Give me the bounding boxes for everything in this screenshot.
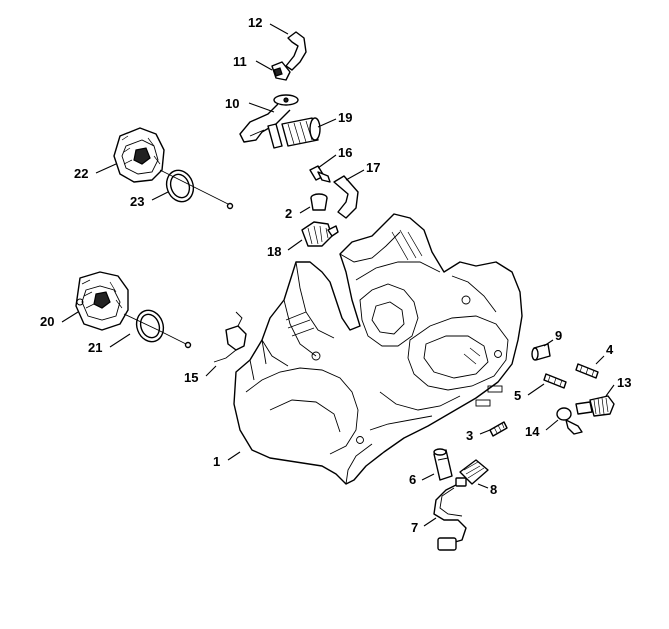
part-7-oil-hose	[433, 477, 467, 551]
part-19-fuel-filter	[267, 117, 321, 149]
callout-14: 14	[525, 424, 540, 439]
callout-8: 8	[490, 482, 497, 497]
part-16-fitting	[309, 165, 331, 183]
part-11-elbow	[271, 61, 291, 81]
part-15-bracket	[213, 311, 247, 363]
callout-3: 3	[466, 428, 473, 443]
callout-16: 16	[338, 145, 352, 160]
callout-5: 5	[514, 388, 521, 403]
callout-4: 4	[606, 342, 614, 357]
callout-6: 6	[409, 472, 416, 487]
part-14-screw	[556, 407, 583, 435]
callout-19: 19	[338, 110, 352, 125]
callout-18: 18	[267, 244, 281, 259]
callout-11: 11	[233, 54, 247, 69]
callout-21: 21	[88, 340, 102, 355]
part-13-valve	[575, 395, 615, 417]
callout-2: 2	[285, 206, 292, 221]
callout-labels: 1 2 3 4 5 6 7 8 9 10 11 12 13 14 15 16 1…	[40, 15, 631, 535]
part-22-assembly	[113, 127, 165, 183]
part-23-o-ring	[159, 169, 234, 210]
part-2-plug	[310, 193, 328, 211]
part-9-spacer	[531, 343, 551, 361]
callout-12: 12	[248, 15, 262, 30]
leader-lines	[61, 23, 615, 527]
part-8-filter	[459, 459, 489, 485]
callout-7: 7	[411, 520, 418, 535]
callout-1: 1	[213, 454, 220, 469]
callout-15: 15	[184, 370, 198, 385]
callout-10: 10	[225, 96, 239, 111]
callout-17: 17	[366, 160, 380, 175]
callout-13: 13	[617, 375, 631, 390]
part-4-stud	[575, 363, 599, 379]
callout-20: 20	[40, 314, 54, 329]
callout-22: 22	[74, 166, 88, 181]
part-12-tube	[285, 31, 307, 71]
callout-9: 9	[555, 328, 562, 343]
part-5-stud	[543, 373, 567, 389]
part-18-grommet	[301, 221, 339, 247]
part-21-o-ring	[123, 309, 192, 349]
part-6-sleeve	[433, 448, 453, 481]
part-20-oil-pump	[75, 271, 129, 331]
callout-23: 23	[130, 194, 144, 209]
part-3-screw	[489, 421, 508, 437]
part-17-hose	[333, 175, 359, 219]
part-1-crankcase	[233, 213, 523, 485]
part-10-fuel-hose	[239, 94, 299, 143]
